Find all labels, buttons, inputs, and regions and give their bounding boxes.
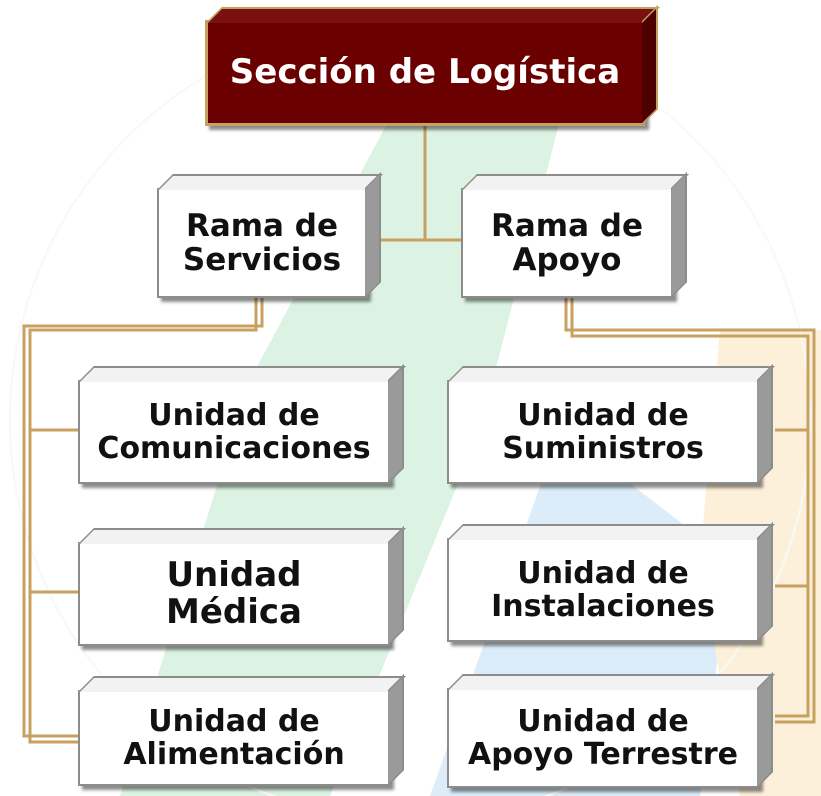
connector-services-bus	[22, 298, 264, 738]
unit-medical-label: Unidad Médica	[166, 554, 302, 632]
unit-food-label: Unidad de Alimentación	[123, 705, 344, 771]
unit-ground-support-label: Unidad de Apoyo Terrestre	[468, 705, 738, 771]
unit-ground-support-line1: Unidad de	[517, 704, 689, 739]
branch-services-line1: Rama de	[185, 207, 338, 244]
unit-supplies-line1: Unidad de	[517, 398, 689, 433]
unit-box-ground-support: Unidad de Apoyo Terrestre	[447, 688, 759, 788]
root-label: Sección de Logística	[229, 52, 621, 93]
unit-medical-line1: Unidad	[166, 554, 302, 595]
unit-box-medical: Unidad Médica	[78, 542, 390, 646]
connector-support-bus	[564, 298, 816, 724]
connector-support-bus-inner	[570, 298, 810, 718]
branch-services-label: Rama de Servicios	[183, 209, 341, 277]
root-label-line1: Sección de Logística	[229, 52, 621, 93]
unit-food-line1: Unidad de	[148, 704, 320, 739]
branch-support-label: Rama de Apoyo	[491, 209, 643, 277]
unit-supplies-line2: Suministros	[502, 431, 704, 466]
branch-services-line2: Servicios	[182, 242, 342, 278]
unit-communications-line1: Unidad de	[148, 398, 320, 433]
unit-communications-label: Unidad de Comunicaciones	[97, 399, 370, 465]
branch-support-line2: Apoyo	[512, 242, 622, 278]
unit-supplies-label: Unidad de Suministros	[502, 399, 704, 465]
unit-box-food: Unidad de Alimentación	[78, 690, 390, 786]
unit-box-supplies: Unidad de Suministros	[447, 380, 759, 484]
branch-support-line1: Rama de	[490, 207, 644, 244]
unit-food-line2: Alimentación	[123, 737, 345, 772]
unit-box-communications: Unidad de Comunicaciones	[78, 380, 390, 484]
unit-facilities-line1: Unidad de	[517, 556, 689, 591]
unit-box-facilities: Unidad de Instalaciones	[447, 538, 759, 642]
unit-communications-line2: Comunicaciones	[97, 431, 371, 466]
root-box: Sección de Logística	[205, 20, 645, 126]
branch-box-support: Rama de Apoyo	[461, 188, 673, 298]
branch-box-services: Rama de Servicios	[157, 188, 367, 298]
connector-services-bus-inner	[28, 298, 258, 744]
unit-facilities-label: Unidad de Instalaciones	[491, 557, 715, 623]
unit-medical-line2: Médica	[166, 592, 302, 632]
unit-ground-support-line2: Apoyo Terrestre	[467, 737, 738, 772]
unit-facilities-line2: Instalaciones	[491, 589, 715, 624]
